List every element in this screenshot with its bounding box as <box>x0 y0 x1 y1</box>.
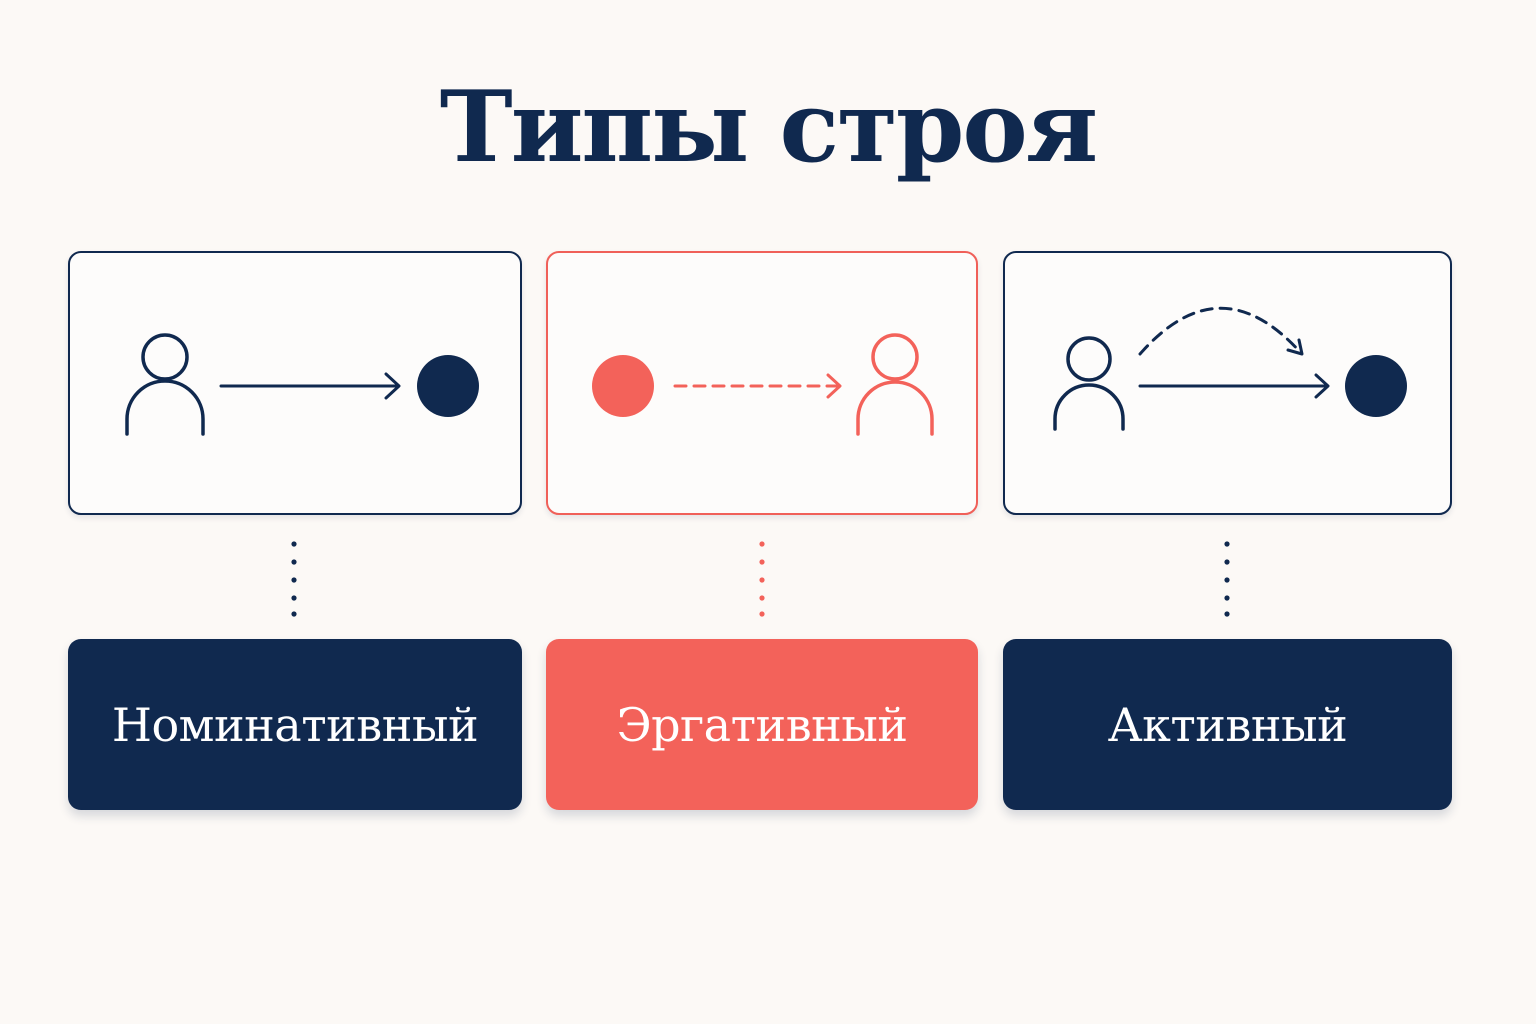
solid-arrow <box>219 372 401 400</box>
dotted-connector-nominative <box>291 541 297 617</box>
nominative-label: Номинативный <box>68 639 522 810</box>
filled-circle-icon <box>417 355 479 417</box>
person-icon <box>125 333 205 436</box>
solid-arrow <box>1138 373 1330 399</box>
active-label-text: Активный <box>1107 697 1348 752</box>
ergative-diagram-panel <box>546 251 978 515</box>
nominative-label-text: Номинативный <box>111 697 479 752</box>
ergative-label-text: Эргативный <box>616 697 908 752</box>
dotted-connector-ergative <box>759 541 765 617</box>
active-label: Активный <box>1003 639 1452 810</box>
active-diagram <box>1053 306 1407 431</box>
page-title: Типы строя <box>439 70 1098 185</box>
active-diagram-panel <box>1003 251 1452 515</box>
ergative-diagram <box>592 333 934 436</box>
filled-circle-icon <box>592 355 654 417</box>
dashed-arrow <box>673 373 842 399</box>
person-icon <box>1053 336 1125 431</box>
dashed-curved-arrow <box>1138 306 1304 356</box>
nominative-diagram-panel <box>68 251 522 515</box>
person-icon <box>856 333 934 436</box>
dotted-connector-active <box>1224 541 1230 617</box>
ergative-label: Эргативный <box>546 639 978 810</box>
filled-circle-icon <box>1345 355 1407 417</box>
nominative-diagram <box>125 333 479 436</box>
